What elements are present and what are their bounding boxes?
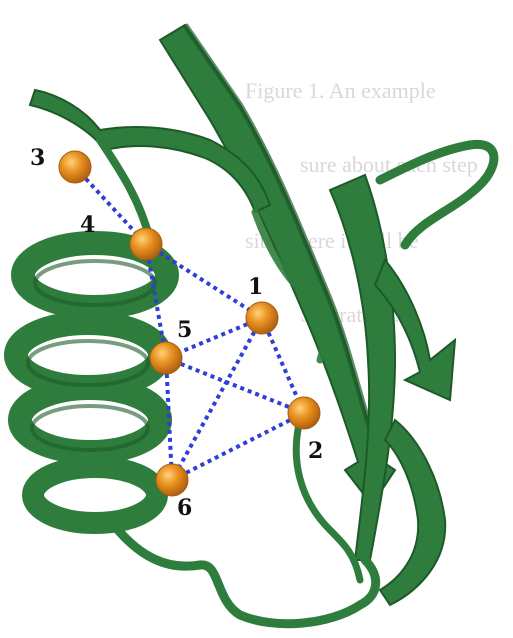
coil-to-helix [100,140,150,240]
atom-4 [130,228,162,260]
atom-6 [156,464,188,496]
atom-label-2: 2 [308,438,323,464]
bleed-line-1: Figure 1. An example [245,78,436,103]
beta-strand-four [380,420,445,605]
alpha-helix [16,243,167,523]
helix-turn-4 [33,467,157,523]
atom-label-3: 3 [30,145,45,171]
atom-5 [150,342,182,374]
atom-label-1: 1 [248,274,263,300]
atom-label-4: 4 [80,212,95,238]
atom-3 [59,151,91,183]
coil-lower-right [296,420,360,580]
helix-turn-3 [20,388,160,452]
atom-1 [246,302,278,334]
atom-label-5: 5 [177,317,192,343]
atom-label-6: 6 [177,495,192,521]
link-5-2 [166,358,304,413]
atom-2 [288,397,320,429]
